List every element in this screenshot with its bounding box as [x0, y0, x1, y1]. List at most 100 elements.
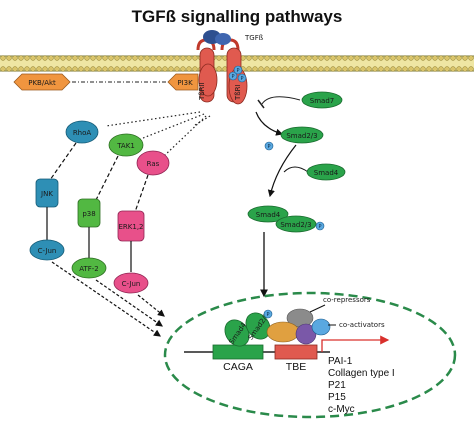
lipid-head: [468, 55, 474, 61]
ras-label: Ras: [147, 160, 160, 168]
lipid-head: [216, 66, 222, 72]
smad23-label: Smad2/3: [286, 132, 317, 140]
lipid-head: [288, 66, 294, 72]
smad7-label: Smad7: [310, 97, 334, 105]
lipid-head: [426, 55, 432, 61]
lipid-head: [276, 55, 282, 61]
target-gene: PAI-1: [328, 356, 353, 367]
lipid-head: [48, 55, 54, 61]
lipid-head: [162, 55, 168, 61]
atf2-label: ATF-2: [79, 265, 99, 273]
lipid-head: [384, 55, 390, 61]
lipid-head: [90, 66, 96, 72]
lipid-head: [252, 55, 258, 61]
lipid-head: [462, 55, 468, 61]
lipid-head: [72, 55, 78, 61]
lipid-head: [294, 66, 300, 72]
lipid-head: [192, 55, 198, 61]
complex-smad4-label: Smad4: [256, 211, 281, 219]
lipid-head: [108, 66, 114, 72]
receptor-to-smad23-arrow: [255, 111, 284, 136]
lipid-head: [342, 55, 348, 61]
lipid-head: [402, 55, 408, 61]
lipid-head: [438, 66, 444, 72]
rhoa-label: RhoA: [73, 129, 92, 137]
lipid-head: [180, 55, 186, 61]
lipid-head: [126, 66, 132, 72]
atf2-node: ATF-2: [71, 257, 107, 279]
lipid-head: [0, 55, 6, 61]
lipid-head: [108, 55, 114, 61]
lipid-head: [18, 66, 24, 72]
phospho-letter: P: [240, 76, 243, 82]
lipid-head: [408, 55, 414, 61]
lipid-head: [246, 66, 252, 72]
lipid-head: [0, 66, 6, 72]
lipid-head: [24, 66, 30, 72]
lipid-head: [66, 66, 72, 72]
lipid-head: [120, 55, 126, 61]
lipid-head: [318, 55, 324, 61]
lipid-head: [102, 55, 108, 61]
p38-label: p38: [82, 210, 95, 218]
lipid-head: [120, 66, 126, 72]
lipid-head: [156, 66, 162, 72]
target-gene: Collagen type I: [328, 368, 395, 379]
lipid-head: [420, 55, 426, 61]
lipid-head: [330, 66, 336, 72]
lipid-head: [432, 55, 438, 61]
phospho-letter: P: [318, 224, 321, 230]
lipid-head: [114, 66, 120, 72]
lipid-head: [282, 66, 288, 72]
lipid-head: [390, 66, 396, 72]
cjun-label-1: C-Jun: [38, 247, 57, 255]
lipid-head: [90, 55, 96, 61]
cjun-node-1: C-Jun: [29, 239, 65, 261]
lipid-head: [24, 55, 30, 61]
lipid-head: [348, 55, 354, 61]
phospho-letter: P: [231, 74, 234, 80]
tbrii-label: TßRII: [198, 82, 206, 101]
lipid-head: [288, 55, 294, 61]
lipid-head: [378, 55, 384, 61]
smad7-node: Smad7: [301, 91, 343, 109]
pi3k-label: PI3K: [177, 79, 193, 87]
lipid-head: [114, 55, 120, 61]
lipid-head: [300, 55, 306, 61]
lipid-head: [246, 55, 252, 61]
diagram-title: TGFß signalling pathways: [132, 7, 343, 26]
lipid-head: [258, 66, 264, 72]
coactivators-label: co-activators: [339, 321, 385, 329]
mapk-links: [49, 142, 149, 213]
lipid-head: [354, 66, 360, 72]
lipid-head: [348, 66, 354, 72]
caga-element: CAGA: [212, 344, 264, 373]
lipid-head: [462, 66, 468, 72]
lipid-head: [138, 66, 144, 72]
phospho-badge: [264, 141, 274, 151]
lipid-head: [30, 66, 36, 72]
lipid-head: [18, 55, 24, 61]
lipid-head: [468, 66, 474, 72]
lipid-head: [180, 66, 186, 72]
lipid-head: [138, 55, 144, 61]
lipid-head: [408, 66, 414, 72]
lipid-head: [36, 55, 42, 61]
lipid-head: [132, 55, 138, 61]
lipid-head: [324, 55, 330, 61]
lipid-head: [168, 55, 174, 61]
lipid-head: [144, 55, 150, 61]
smad4-node: Smad4: [306, 163, 346, 181]
smad23-to-complex-arrow: [267, 144, 297, 198]
lipid-head: [54, 55, 60, 61]
co-factor-cluster: [266, 308, 331, 345]
rhoa-node: RhoA: [65, 120, 99, 144]
caga-label: CAGA: [223, 361, 253, 373]
lipid-head: [42, 66, 48, 72]
lipid-head: [300, 66, 306, 72]
lipid-head: [84, 66, 90, 72]
lipid-head: [282, 55, 288, 61]
lipid-head: [264, 66, 270, 72]
erk-label: ERK1,2: [118, 223, 143, 231]
